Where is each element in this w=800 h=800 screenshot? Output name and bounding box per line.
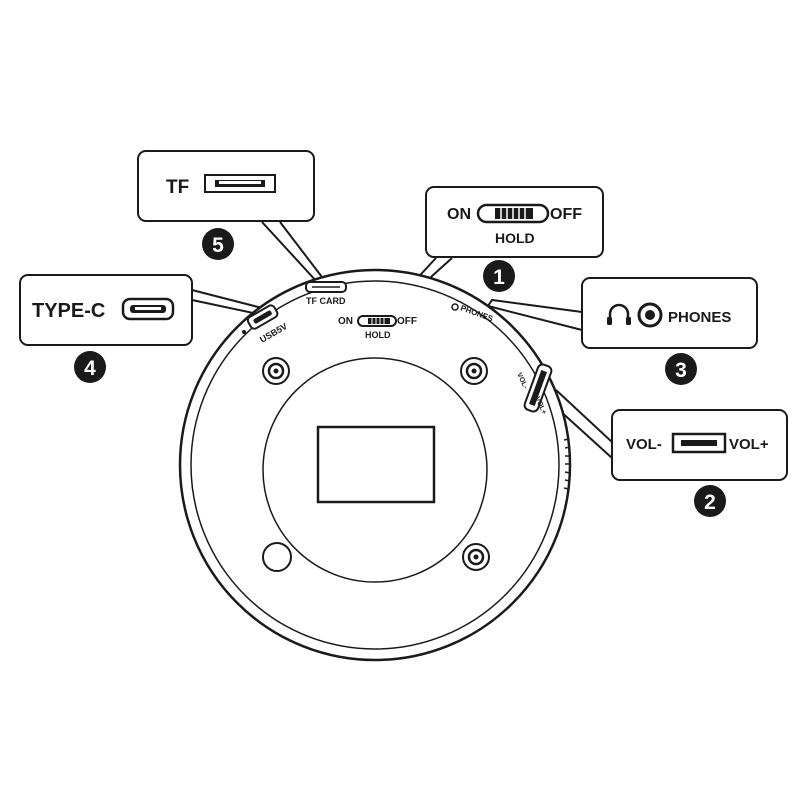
callout-phones-label: PHONES: [668, 309, 731, 326]
callout-phones-box: [581, 277, 758, 349]
badge-2-number: 2: [704, 491, 716, 514]
callout-phones: PHONES: [581, 277, 758, 349]
tf-card-slot-icon: [204, 174, 276, 193]
screw-top-left-icon: [262, 357, 290, 385]
badge-1-number: 1: [493, 266, 505, 289]
device-hold-switch[interactable]: [357, 315, 397, 327]
callout-typec: TYPE-C: [19, 274, 193, 346]
device-rim: [190, 280, 560, 650]
headphones-icon: [607, 303, 631, 325]
device-phones-jack-icon[interactable]: [451, 303, 459, 311]
device-hold-on-label: ON: [338, 316, 353, 327]
callout-typec-box: [19, 274, 193, 346]
callout-hold-on-label: ON: [447, 206, 471, 223]
type-c-port-icon: [121, 297, 175, 321]
usb-dot-icon: [242, 330, 246, 334]
leader-phones: [486, 298, 583, 331]
hold-switch-icon: [476, 203, 550, 224]
device-tf-card-label: TF CARD: [306, 296, 346, 306]
badge-5-number: 5: [212, 234, 224, 257]
volume-rocker-icon: [671, 432, 727, 454]
device-volume-rocker[interactable]: [523, 363, 553, 413]
side-grip: [563, 438, 571, 490]
callout-tf: TF: [137, 150, 315, 222]
device-usb-port[interactable]: [246, 304, 279, 330]
callout-vol-plus-label: VOL+: [729, 436, 769, 453]
screw-bottom-right-icon: [462, 543, 490, 571]
callout-tf-label: TF: [166, 177, 189, 198]
device-hold-label: HOLD: [365, 330, 391, 340]
badge-1: 1: [483, 260, 515, 292]
device-screen: [316, 425, 436, 504]
callout-vol-minus-label: VOL-: [626, 436, 662, 453]
badge-3-number: 3: [675, 359, 687, 382]
badge-4: 4: [74, 351, 106, 383]
callout-typec-label: TYPE-C: [32, 300, 105, 322]
callout-volume: VOL- VOL+: [611, 409, 788, 481]
badge-3: 3: [665, 353, 697, 385]
screw-top-right-icon: [460, 357, 488, 385]
leader-tf: [261, 221, 327, 285]
callout-hold-label: HOLD: [495, 230, 535, 246]
badge-5: 5: [202, 228, 234, 260]
audio-jack-icon: [637, 302, 663, 328]
callout-hold-off-label: OFF: [550, 206, 582, 223]
leader-typec: [191, 289, 264, 316]
device-hold-off-label: OFF: [397, 316, 417, 327]
badge-4-number: 4: [84, 357, 96, 380]
callout-hold: ON OFF HOLD: [425, 186, 604, 258]
badge-2: 2: [694, 485, 726, 517]
device-body: TF CARD USB5V ON OFF HOLD PHONES VOL-: [178, 268, 572, 662]
power-button[interactable]: [262, 542, 292, 572]
